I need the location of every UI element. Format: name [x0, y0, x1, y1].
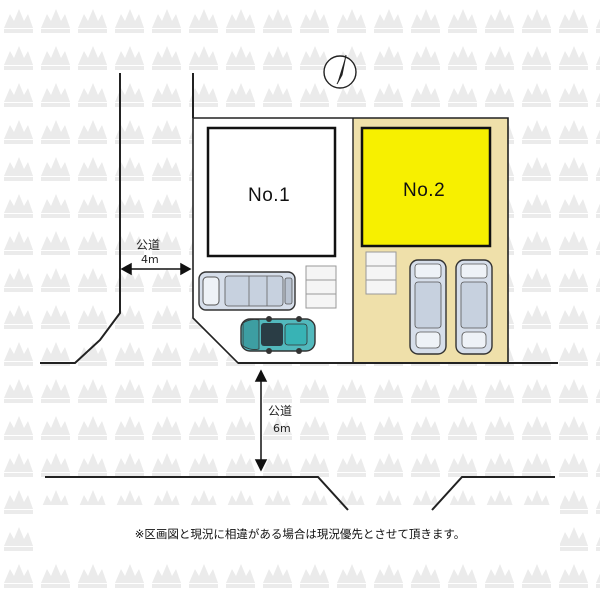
disclaimer-note: ※区画図と現況に相違がある場合は現況優先とさせて頂きます。	[134, 527, 466, 541]
car-icon-van	[198, 271, 296, 311]
building-no1	[206, 126, 337, 258]
steps-lot2	[365, 251, 397, 295]
road-west-width-arrow	[120, 262, 192, 276]
road-south-edge-bottom	[45, 476, 555, 511]
building-no2	[360, 126, 492, 248]
north-arrow-icon	[323, 54, 357, 89]
lot1-label: No.1	[248, 185, 291, 206]
road-west-name: 公道	[136, 238, 161, 252]
car-icon-compact	[240, 316, 316, 354]
road-west-edge-left	[40, 73, 121, 364]
steps-lot1	[305, 265, 337, 309]
road-south-width: 6m	[273, 422, 291, 435]
road-south-name: 公道	[268, 404, 293, 418]
road-west-width: 4m	[141, 253, 159, 266]
road-south-width-arrow	[254, 369, 268, 472]
car-icon-lot2-left	[409, 259, 447, 355]
note-background	[40, 505, 560, 555]
car-icon-lot2-right	[455, 259, 493, 355]
lot2-label: No.2	[403, 180, 446, 201]
